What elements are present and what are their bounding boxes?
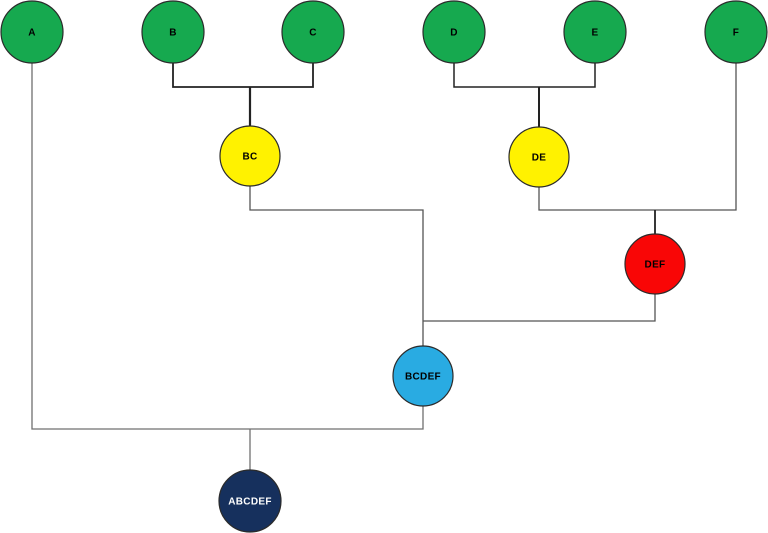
node-circle-bc[interactable]	[219, 125, 281, 187]
node-label-b: B	[169, 28, 177, 39]
node-label-c: C	[309, 28, 317, 39]
node-circle-def[interactable]	[624, 233, 686, 295]
node-a[interactable]: A	[0, 0, 64, 64]
node-label-def: DEF	[645, 260, 666, 271]
node-circle-f[interactable]	[704, 0, 768, 64]
node-label-d: D	[450, 28, 458, 39]
node-circle-abcdef[interactable]	[218, 469, 282, 533]
node-circle-de[interactable]	[508, 126, 570, 188]
node-bcdef[interactable]: BCDEF	[392, 345, 454, 407]
edge-bc-to-bcdef	[249, 186, 424, 346]
node-circle-e[interactable]	[563, 0, 627, 64]
node-bc[interactable]: BC	[219, 125, 281, 187]
edge-b-c-merge	[172, 63, 314, 88]
edge-a-bottom-merge	[31, 63, 424, 430]
node-label-f: F	[733, 28, 739, 39]
node-label-abcdef: ABCDEF	[228, 497, 271, 508]
node-def[interactable]: DEF	[624, 233, 686, 295]
node-circle-b[interactable]	[141, 0, 205, 64]
node-b[interactable]: B	[141, 0, 205, 64]
edges-layer	[31, 63, 737, 470]
node-de[interactable]: DE	[508, 126, 570, 188]
node-label-de: DE	[532, 153, 547, 164]
node-f[interactable]: F	[704, 0, 768, 64]
node-circle-d[interactable]	[422, 0, 486, 64]
node-d[interactable]: D	[422, 0, 486, 64]
node-circle-a[interactable]	[0, 0, 64, 64]
node-circle-bcdef[interactable]	[392, 345, 454, 407]
node-label-bcdef: BCDEF	[405, 372, 441, 383]
node-label-bc: BC	[242, 152, 257, 163]
node-label-a: A	[28, 28, 36, 39]
edge-de-f-merge	[538, 63, 737, 211]
edge-def-to-bcdef	[423, 294, 656, 322]
node-abcdef[interactable]: ABCDEF	[218, 469, 282, 533]
node-c[interactable]: C	[281, 0, 345, 64]
node-label-e: E	[592, 28, 599, 39]
node-circle-c[interactable]	[281, 0, 345, 64]
node-e[interactable]: E	[563, 0, 627, 64]
edge-d-e-merge	[453, 63, 596, 88]
